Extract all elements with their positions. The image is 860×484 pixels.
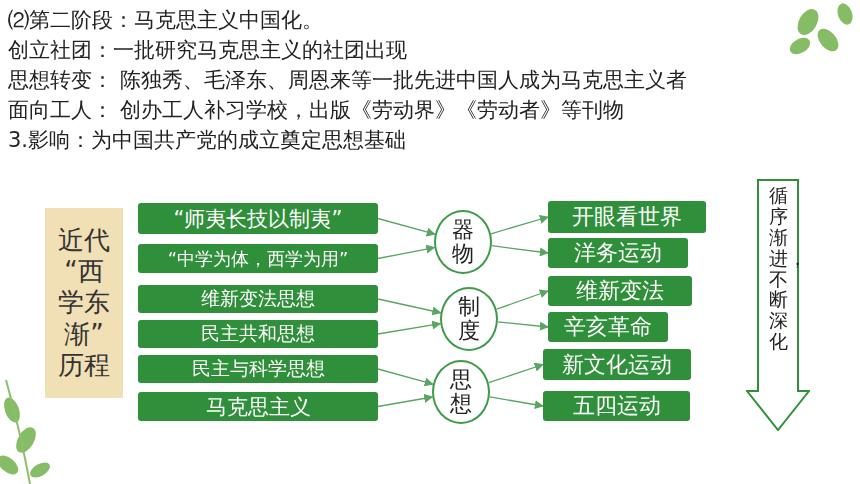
thought-label: 民主与科学思想 (192, 356, 325, 382)
event-box: 新文化运动 (543, 349, 691, 380)
thought-label: 维新变法思想 (201, 286, 315, 312)
note-line: 思想转变： 陈独秀、毛泽东、周恩来等一批先进中国人成为马克思主义者 (8, 66, 687, 94)
category-circle: 制度 (440, 287, 498, 351)
event-box: 维新变法 (548, 276, 692, 306)
thought-label: “中学为体，西学为用” (168, 247, 349, 271)
heading-text: ⑵第二阶段：马克思主义中国化。 (8, 8, 323, 32)
heading-line: ⑵第二阶段：马克思主义中国化。 (8, 6, 323, 34)
category-circle: 思想 (432, 360, 490, 424)
thought-box: 民主与科学思想 (138, 355, 378, 383)
event-label: 维新变法 (576, 276, 664, 306)
connector-arrow (491, 217, 548, 234)
connector-arrow (378, 248, 434, 259)
event-box: 五四运动 (543, 391, 690, 421)
connector-arrow (378, 324, 440, 334)
thought-box: 马克思主义 (138, 392, 378, 421)
connector-arrow (378, 299, 441, 313)
note-line: 3.影响：为中国共产党的成立奠定思想基础 (8, 126, 406, 154)
connector-arrow (498, 322, 548, 327)
thought-label: 民主共和思想 (201, 321, 315, 347)
note-line: 创立社团：一批研究马克思主义的社团出现 (8, 36, 407, 64)
thought-label: 马克思主义 (206, 393, 311, 421)
progress-arrow: 循序渐进，不断深化 (746, 179, 810, 431)
thought-box: “师夷长技以制夷” (138, 203, 378, 234)
event-label: 洋务运动 (574, 238, 662, 268)
event-label: 五四运动 (573, 391, 661, 421)
note-text: 面向工人： 创办工人补习学校，出版《劳动界》《劳动者》等刊物 (8, 98, 624, 122)
connector-arrow (489, 365, 543, 383)
category-circle: 器物 (434, 210, 492, 274)
note-line: 面向工人： 创办工人补习学校，出版《劳动界》《劳动者》等刊物 (8, 96, 624, 124)
note-text: 创立社团：一批研究马克思主义的社团出现 (8, 38, 407, 62)
event-box: 辛亥革命 (548, 312, 668, 342)
note-text: 思想转变： 陈独秀、毛泽东、周恩来等一批先进中国人成为马克思主义者 (8, 68, 687, 92)
thought-box: 民主共和思想 (138, 320, 378, 348)
event-label: 辛亥革命 (564, 312, 652, 342)
thought-box: 维新变法思想 (138, 285, 378, 313)
thought-label: “师夷长技以制夷” (174, 205, 343, 233)
event-label: 新文化运动 (562, 350, 672, 380)
event-label: 开眼看世界 (572, 202, 682, 232)
history-box: 近代“西学东渐”历程 (45, 208, 123, 398)
connector-arrow (490, 397, 543, 406)
note-text: 3.影响：为中国共产党的成立奠定思想基础 (8, 128, 406, 152)
connector-arrow (378, 219, 435, 235)
category-label: 器物 (452, 218, 474, 266)
event-box: 开眼看世界 (548, 201, 706, 233)
connector-arrow (492, 246, 548, 253)
connector-arrow (378, 369, 433, 384)
connector-arrow (378, 397, 432, 406)
history-label: 近代“西学东渐”历程 (57, 225, 112, 381)
thought-box: “中学为体，西学为用” (138, 244, 378, 273)
category-label: 思想 (450, 368, 472, 416)
connector-arrow (497, 291, 548, 309)
arrow-label: 循序渐进，不断深化 (769, 185, 788, 352)
event-box: 洋务运动 (548, 238, 688, 268)
category-label: 制度 (458, 295, 480, 343)
